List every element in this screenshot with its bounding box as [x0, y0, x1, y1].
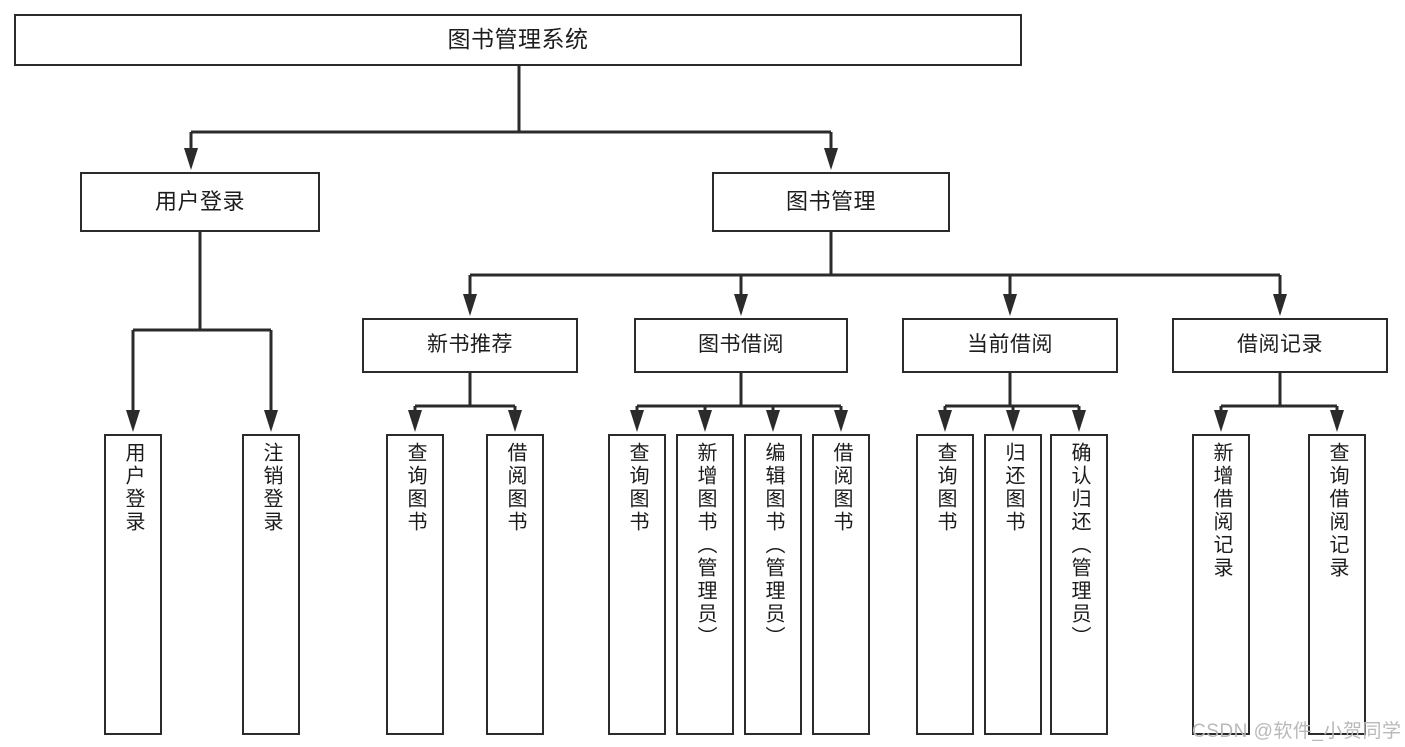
arrow-head-root-to-level1-1 [824, 148, 838, 170]
node-leaf-return[interactable]: 归还图书 [984, 434, 1042, 735]
node-bookmgmt[interactable]: 图书管理 [712, 172, 950, 232]
arrow-head-records-to-leaves-1 [1330, 410, 1344, 432]
arrow-head-login-to-leaves-1 [264, 410, 278, 432]
arrow-head-current-to-leaves-2 [1072, 410, 1086, 432]
node-leaf-query3[interactable]: 查询图书 [916, 434, 974, 735]
arrow-head-records-to-leaves-0 [1214, 410, 1228, 432]
node-label-leaf-addbook: 新增图书（管理员） [694, 442, 716, 649]
node-label-leaf-login: 用户登录 [122, 442, 144, 534]
node-label-leaf-query2: 查询图书 [626, 442, 648, 534]
arrow-head-borrow-to-leaves-3 [834, 410, 848, 432]
node-label-records: 借阅记录 [1237, 333, 1323, 357]
node-label-borrow: 图书借阅 [698, 333, 784, 357]
node-login[interactable]: 用户登录 [80, 172, 320, 232]
arrow-head-bookmgmt-to-level2-0 [463, 294, 477, 316]
node-newrec[interactable]: 新书推荐 [362, 318, 578, 373]
node-label-leaf-query3: 查询图书 [934, 442, 956, 534]
node-leaf-query2[interactable]: 查询图书 [608, 434, 666, 735]
node-leaf-login[interactable]: 用户登录 [104, 434, 162, 735]
node-label-leaf-borrow1: 借阅图书 [504, 442, 526, 534]
node-label-root: 图书管理系统 [447, 26, 589, 53]
node-leaf-confirm[interactable]: 确认归还（管理员） [1050, 434, 1108, 735]
node-leaf-editbook[interactable]: 编辑图书（管理员） [744, 434, 802, 735]
node-leaf-query1[interactable]: 查询图书 [386, 434, 444, 735]
arrow-head-borrow-to-leaves-2 [766, 410, 780, 432]
node-label-leaf-return: 归还图书 [1002, 442, 1024, 534]
arrow-head-bookmgmt-to-level2-1 [734, 294, 748, 316]
node-borrow[interactable]: 图书借阅 [634, 318, 848, 373]
node-leaf-addbook[interactable]: 新增图书（管理员） [676, 434, 734, 735]
node-leaf-borrow2[interactable]: 借阅图书 [812, 434, 870, 735]
node-root[interactable]: 图书管理系统 [14, 14, 1022, 66]
node-label-bookmgmt: 图书管理 [785, 189, 876, 215]
arrow-head-bookmgmt-to-level2-3 [1273, 294, 1287, 316]
arrow-head-borrow-to-leaves-0 [630, 410, 644, 432]
node-leaf-queryrec[interactable]: 查询借阅记录 [1308, 434, 1366, 735]
node-label-leaf-logout: 注销登录 [260, 442, 282, 534]
node-label-leaf-query1: 查询图书 [404, 442, 426, 534]
arrow-head-current-to-leaves-1 [1006, 410, 1020, 432]
node-leaf-addrec[interactable]: 新增借阅记录 [1192, 434, 1250, 735]
arrow-head-current-to-leaves-0 [938, 410, 952, 432]
node-label-newrec: 新书推荐 [427, 333, 513, 357]
node-label-leaf-queryrec: 查询借阅记录 [1326, 442, 1348, 580]
node-current[interactable]: 当前借阅 [902, 318, 1118, 373]
arrow-head-login-to-leaves-0 [126, 410, 140, 432]
node-records[interactable]: 借阅记录 [1172, 318, 1388, 373]
arrow-head-newrec-to-leaves-1 [508, 410, 522, 432]
arrow-head-newrec-to-leaves-0 [408, 410, 422, 432]
arrow-head-borrow-to-leaves-1 [698, 410, 712, 432]
node-label-leaf-confirm: 确认归还（管理员） [1068, 442, 1090, 649]
node-label-current: 当前借阅 [967, 333, 1053, 357]
arrow-head-bookmgmt-to-level2-2 [1003, 294, 1017, 316]
node-label-leaf-editbook: 编辑图书（管理员） [762, 442, 784, 649]
node-label-leaf-addrec: 新增借阅记录 [1210, 442, 1232, 580]
node-leaf-logout[interactable]: 注销登录 [242, 434, 300, 735]
node-label-leaf-borrow2: 借阅图书 [830, 442, 852, 534]
arrow-head-root-to-level1-0 [184, 148, 198, 170]
node-leaf-borrow1[interactable]: 借阅图书 [486, 434, 544, 735]
csdn-watermark: CSDN @软件_小贺同学 [1192, 721, 1402, 742]
node-label-login: 用户登录 [154, 189, 245, 215]
